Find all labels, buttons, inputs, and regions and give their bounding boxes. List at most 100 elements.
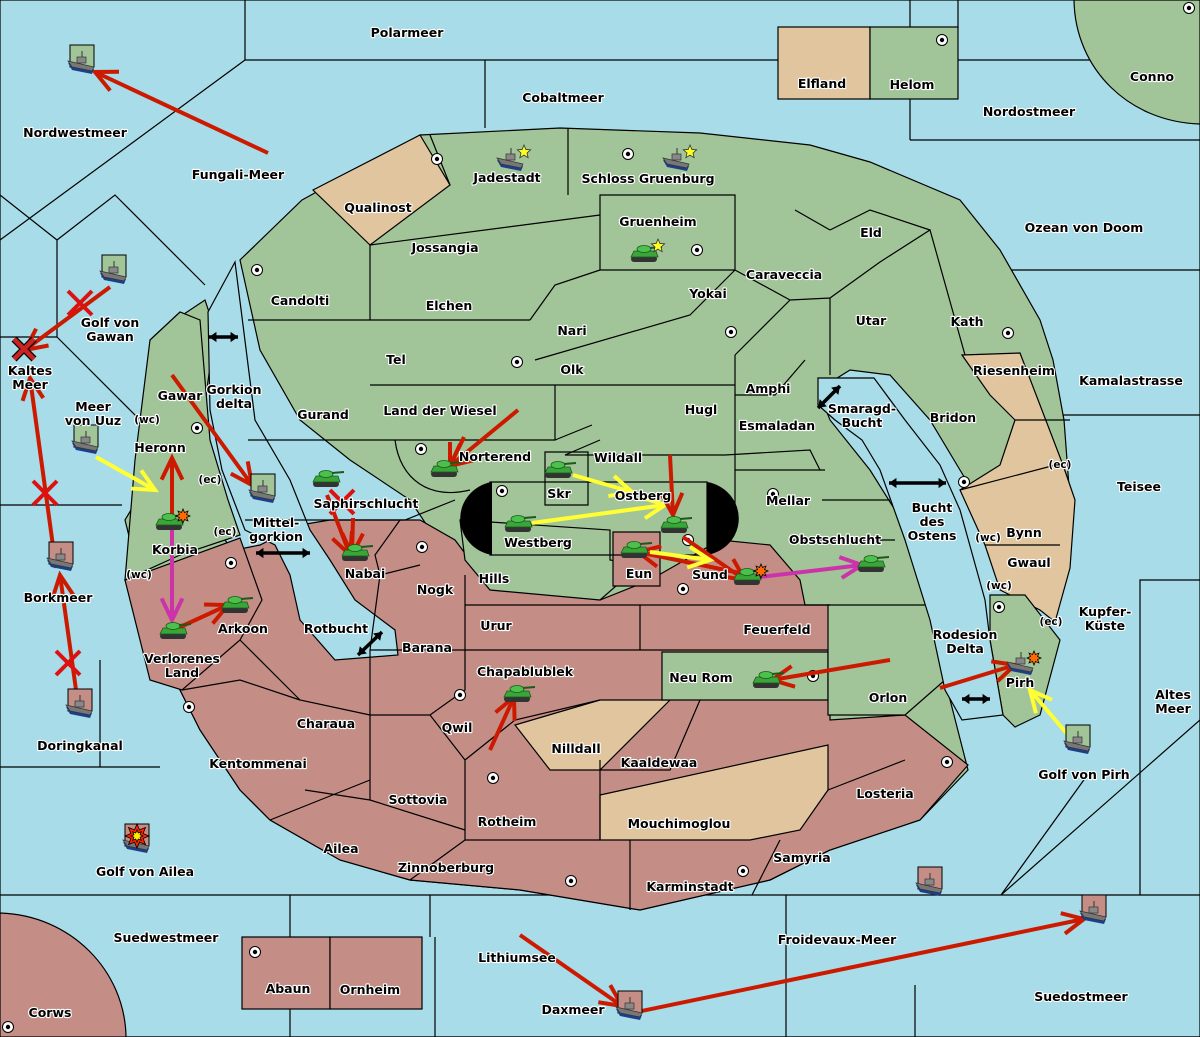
- province-label-samyria[interactable]: Samyria: [772, 849, 832, 866]
- province-label-gruenheim[interactable]: Gruenheim: [618, 213, 698, 230]
- sea-label-nordwestmeer[interactable]: Nordwestmeer: [22, 124, 129, 141]
- province-label-pirh[interactable]: Pirh: [1005, 674, 1036, 691]
- sea-label-gawan[interactable]: Gawan: [85, 328, 135, 345]
- province-label-gurand[interactable]: Gurand: [296, 406, 350, 423]
- province-label-gawar[interactable]: Gawar: [156, 387, 204, 404]
- province-label-land-der-wiesel[interactable]: Land der Wiesel: [382, 402, 497, 419]
- coast-label-ec[interactable]: (ec): [197, 473, 222, 487]
- sea-label-meer[interactable]: Meer: [1154, 700, 1193, 717]
- green-army-unit[interactable]: [544, 461, 577, 479]
- province-label-utar[interactable]: Utar: [855, 312, 889, 329]
- sea-label-froidevaux-meer[interactable]: Froidevaux-Meer: [777, 931, 899, 948]
- green-fleet-unit[interactable]: [1063, 724, 1091, 754]
- province-label-verlorenes[interactable]: Verlorenes: [143, 650, 221, 667]
- sea-label-lithiumsee[interactable]: Lithiumsee: [477, 949, 557, 966]
- province-label-feuerfeld[interactable]: Feuerfeld: [742, 621, 811, 638]
- province-label-mouchimoglou[interactable]: Mouchimoglou: [626, 815, 731, 832]
- province-label-olk[interactable]: Olk: [559, 361, 585, 378]
- coast-label-wc[interactable]: (wc): [985, 579, 1013, 593]
- province-label-mellar[interactable]: Mellar: [765, 492, 812, 509]
- province-label-caraveccia[interactable]: Caraveccia: [745, 266, 824, 283]
- province-label-eun[interactable]: Eun: [625, 565, 654, 582]
- green-army-unit[interactable]: [221, 596, 254, 614]
- red-fleet-unit[interactable]: [65, 688, 93, 718]
- sea-label-meer[interactable]: Meer: [74, 398, 113, 415]
- province-label-tel[interactable]: Tel: [385, 351, 407, 368]
- sea-label-des[interactable]: des: [918, 513, 945, 530]
- province-label-abaun[interactable]: Abaun: [264, 980, 311, 997]
- green-army-unit[interactable]: [503, 685, 536, 703]
- province-label-ailea[interactable]: Ailea: [322, 840, 359, 857]
- sea-label-kaltes[interactable]: Kaltes: [7, 362, 54, 379]
- green-army-unit[interactable]: [504, 515, 537, 533]
- coast-label-ec[interactable]: (ec): [212, 525, 237, 539]
- green-fleet-unit[interactable]: [67, 44, 95, 74]
- province-label-orlon[interactable]: Orlon: [868, 689, 909, 706]
- province-label-kaaldewaa[interactable]: Kaaldewaa: [620, 754, 699, 771]
- province-label-westberg[interactable]: Westberg: [503, 534, 573, 551]
- province-label-esmaladan[interactable]: Esmaladan: [738, 417, 817, 434]
- province-label-barana[interactable]: Barana: [401, 639, 453, 656]
- sea-label-doringkanal[interactable]: Doringkanal: [36, 737, 124, 754]
- province-label-jossangia[interactable]: Jossangia: [409, 239, 479, 256]
- red-fleet-unit[interactable]: [615, 990, 643, 1020]
- province-label-nogk[interactable]: Nogk: [416, 581, 455, 598]
- province-label-norterend[interactable]: Norterend: [458, 448, 532, 465]
- green-army-unit[interactable]: [312, 470, 345, 488]
- province-label-heronn[interactable]: Heronn: [133, 439, 187, 456]
- sea-label-suedwestmeer[interactable]: Suedwestmeer: [112, 929, 220, 946]
- sea-label-fungali-meer[interactable]: Fungali-Meer: [191, 166, 286, 183]
- green-fleet-unit[interactable]: [99, 254, 127, 284]
- green-fleet-unit[interactable]: [1006, 649, 1043, 675]
- green-army-unit[interactable]: [341, 544, 374, 562]
- sea-label-bucht[interactable]: Bucht: [911, 499, 954, 516]
- province-label-helom[interactable]: Helom: [888, 76, 935, 93]
- sea-label-golf-von-ailea[interactable]: Golf von Ailea: [95, 863, 195, 880]
- province-label-schloss-gruenburg[interactable]: Schloss Gruenburg: [580, 170, 715, 187]
- sea-label-smaragd[interactable]: Smaragd-: [827, 400, 897, 417]
- province-label-hills[interactable]: Hills: [478, 570, 511, 587]
- green-army-unit[interactable]: [752, 671, 785, 689]
- coast-label-ec[interactable]: (ec): [1047, 458, 1072, 472]
- sea-label-altes[interactable]: Altes: [1154, 686, 1192, 703]
- province-label-elfland[interactable]: Elfland: [797, 75, 848, 92]
- sea-label-delta[interactable]: delta: [215, 395, 253, 412]
- sea-label-ostens[interactable]: Ostens: [906, 527, 957, 544]
- green-army-unit[interactable]: [733, 562, 770, 585]
- coast-label-wc[interactable]: (wc): [125, 568, 153, 582]
- province-label-korbia[interactable]: Korbia: [151, 541, 199, 558]
- green-fleet-unit[interactable]: [71, 424, 99, 454]
- province-label-hugl[interactable]: Hugl: [684, 401, 719, 418]
- sea-label-küste[interactable]: Küste: [1084, 617, 1126, 634]
- province-label-corws[interactable]: Corws: [27, 1004, 72, 1021]
- province-label-eld[interactable]: Eld: [859, 224, 883, 241]
- coast-label-wc[interactable]: (wc): [133, 413, 161, 427]
- red-fleet-unit[interactable]: [46, 541, 74, 571]
- sea-label-von-uuz[interactable]: von Uuz: [64, 412, 123, 429]
- province-label-neu-rom[interactable]: Neu Rom: [668, 669, 734, 686]
- sea-label-borkmeer[interactable]: Borkmeer: [23, 589, 95, 606]
- green-fleet-unit[interactable]: [662, 143, 698, 171]
- province-label-ostberg[interactable]: Ostberg: [614, 487, 673, 504]
- province-label-sund[interactable]: Sund: [691, 566, 729, 583]
- province-label-nari[interactable]: Nari: [556, 322, 588, 339]
- province-label-bridon[interactable]: Bridon: [929, 409, 978, 426]
- province-label-riesenheim[interactable]: Riesenheim: [972, 362, 1056, 379]
- province-label-bynn[interactable]: Bynn: [1005, 524, 1043, 541]
- province-label-nilldall[interactable]: Nilldall: [550, 740, 601, 757]
- green-fleet-unit[interactable]: [248, 473, 276, 503]
- province-label-saphirschlucht[interactable]: Saphirschlucht: [312, 495, 419, 512]
- province-label-jadestadt[interactable]: Jadestadt: [471, 169, 542, 186]
- green-army-unit[interactable]: [660, 516, 693, 534]
- green-army-unit[interactable]: [620, 541, 653, 559]
- province-label-sottovia[interactable]: Sottovia: [387, 791, 448, 808]
- province-label-arkoon[interactable]: Arkoon: [217, 620, 269, 637]
- sea-label-teisee[interactable]: Teisee: [1116, 478, 1162, 495]
- sea-label-bucht[interactable]: Bucht: [841, 414, 884, 431]
- province-label-conno[interactable]: Conno: [1129, 68, 1176, 85]
- province-label-ornheim[interactable]: Ornheim: [339, 981, 402, 998]
- sea-label-kupfer[interactable]: Kupfer-: [1078, 603, 1133, 620]
- province-label-karminstadt[interactable]: Karminstadt: [645, 878, 734, 895]
- province-label-elchen[interactable]: Elchen: [425, 297, 474, 314]
